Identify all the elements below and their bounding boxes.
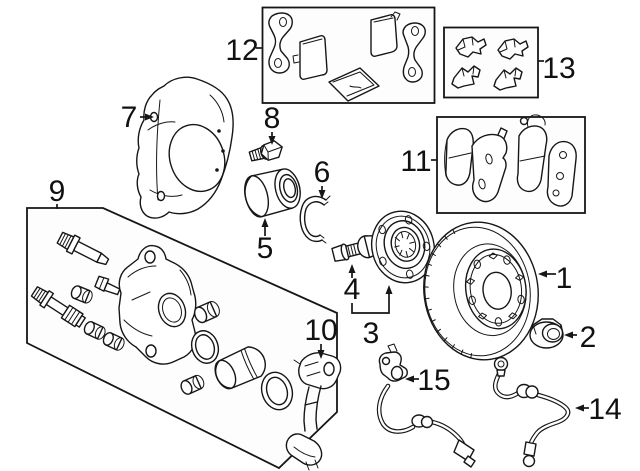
callout-9[interactable]: 9	[49, 175, 66, 209]
callout-8[interactable]: 8	[264, 102, 281, 145]
callout-10-label[interactable]: 10	[304, 314, 337, 347]
hub-nut-drawing	[529, 318, 564, 349]
callout-5[interactable]: 5	[257, 218, 274, 265]
callout-12-label[interactable]: 12	[225, 34, 258, 67]
wheel-hub-drawing	[357, 210, 436, 284]
callout-2[interactable]: 2	[564, 321, 596, 354]
callout-4[interactable]: 4	[344, 264, 361, 306]
callout-7-label[interactable]: 7	[121, 101, 138, 134]
callout-1[interactable]: 1	[538, 262, 572, 295]
callout-3[interactable]: 3	[351, 285, 393, 350]
callout-3-label[interactable]: 3	[363, 317, 380, 350]
abs-sensor-drawing	[376, 343, 476, 468]
callout-6[interactable]: 6	[314, 156, 331, 199]
brake-rotor-drawing	[423, 221, 539, 361]
callout-9-label[interactable]: 9	[49, 175, 66, 208]
snap-ring-drawing	[299, 195, 331, 244]
callout-13[interactable]: 13	[538, 52, 576, 85]
callout-12[interactable]: 12	[225, 34, 262, 67]
callout-15[interactable]: 15	[405, 364, 451, 397]
callout-14-label[interactable]: 14	[588, 393, 621, 426]
callout-1-label[interactable]: 1	[556, 262, 573, 295]
callout-10[interactable]: 10	[304, 314, 338, 359]
brake-pad-set-drawing	[444, 114, 577, 207]
callout-7[interactable]: 7	[121, 101, 154, 134]
pad-clip-kit-drawing	[451, 36, 529, 91]
callout-4-label[interactable]: 4	[344, 273, 361, 306]
callout-5-label[interactable]: 5	[257, 232, 274, 265]
callout-6-label[interactable]: 6	[314, 156, 331, 189]
callout-11[interactable]: 11	[400, 145, 437, 178]
shield-bolt-drawing	[248, 140, 283, 162]
callout-11-label[interactable]: 11	[400, 145, 431, 178]
callout-15-label[interactable]: 15	[417, 364, 450, 397]
callout-2-label[interactable]: 2	[580, 321, 597, 354]
callout-8-label[interactable]: 8	[264, 102, 281, 135]
pad-shim-kit-drawing	[268, 11, 426, 102]
brake-hose-drawing	[492, 356, 571, 468]
caliper-kit-drawing	[30, 231, 342, 471]
splash-shield-drawing	[136, 76, 234, 219]
caliper-bracket-drawing	[285, 352, 342, 471]
callout-13-label[interactable]: 13	[542, 52, 575, 85]
wheel-bearing-drawing	[244, 168, 301, 218]
callout-14[interactable]: 14	[575, 393, 622, 426]
